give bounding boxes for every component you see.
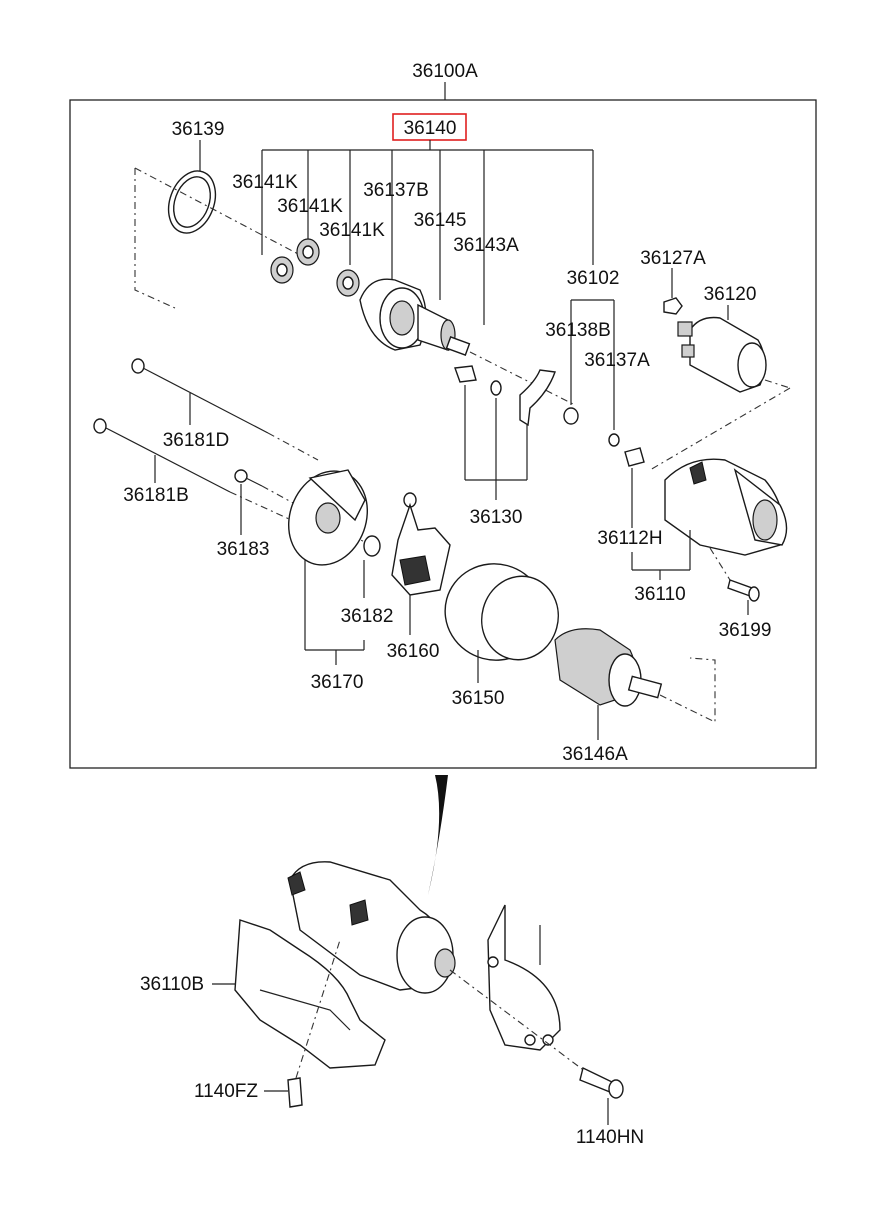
label-36127A: 36127A bbox=[640, 248, 706, 269]
assembled-starter bbox=[287, 861, 456, 994]
through-bolt-36181B bbox=[93, 418, 231, 493]
nut-36127A bbox=[663, 268, 683, 315]
solenoid-36120 bbox=[677, 305, 767, 393]
group-36170-leaders bbox=[304, 560, 365, 665]
lever-36143A bbox=[454, 365, 556, 427]
pinion-36145 bbox=[417, 303, 471, 356]
gear-housing-36137B bbox=[359, 278, 427, 351]
washer-36137A bbox=[608, 433, 620, 447]
label-36150: 36150 bbox=[452, 688, 505, 709]
bolt-1140HN bbox=[579, 1066, 624, 1125]
screw-36183 bbox=[234, 469, 263, 535]
label-highlighted: 36140 bbox=[404, 118, 457, 139]
through-bolt-36181D bbox=[131, 358, 269, 434]
label-36130: 36130 bbox=[470, 507, 523, 528]
label-36120: 36120 bbox=[704, 284, 757, 305]
bolt-1140FZ bbox=[264, 939, 341, 1108]
label-36139: 36139 bbox=[172, 119, 225, 140]
label-36110B: 36110B bbox=[140, 974, 204, 995]
label-36143A: 36143A bbox=[453, 235, 519, 256]
planet-gear-b bbox=[296, 238, 320, 266]
group-36140-leaders bbox=[261, 140, 615, 430]
group-36110-leaders bbox=[631, 530, 691, 580]
label-36145: 36145 bbox=[414, 210, 467, 231]
armature-36146A bbox=[554, 628, 663, 740]
rear-cover-36170 bbox=[287, 469, 369, 566]
o-ring-36139 bbox=[167, 140, 217, 234]
label-36141K-c: 36141K bbox=[319, 220, 385, 241]
label-36141K-b: 36141K bbox=[277, 196, 343, 217]
planet-gear-a bbox=[270, 256, 294, 284]
label-36137A: 36137A bbox=[584, 350, 650, 371]
label-36102: 36102 bbox=[567, 268, 620, 289]
bushing-36112H bbox=[624, 447, 645, 528]
label-assembly: 36100A bbox=[412, 61, 478, 82]
label-36138B: 36138B bbox=[545, 320, 611, 341]
label-36181D: 36181D bbox=[163, 430, 230, 451]
bush-36182 bbox=[363, 535, 381, 598]
brush-holder-36160 bbox=[391, 492, 451, 635]
label-36160: 36160 bbox=[387, 641, 440, 662]
assembly-frame bbox=[69, 99, 817, 769]
label-36199: 36199 bbox=[719, 620, 772, 641]
planet-gear-c bbox=[336, 269, 360, 297]
bushing-36138B bbox=[563, 407, 579, 425]
group-36130-leaders bbox=[464, 385, 528, 500]
label-36183: 36183 bbox=[217, 539, 270, 560]
label-36110: 36110 bbox=[634, 584, 685, 605]
label-1140HN: 1140HN bbox=[576, 1127, 644, 1148]
label-36146A: 36146A bbox=[562, 744, 628, 765]
yoke-36150 bbox=[444, 563, 559, 683]
label-36181B: 36181B bbox=[123, 485, 189, 506]
bolt-36199 bbox=[709, 547, 760, 615]
label-1140FZ: 1140FZ bbox=[194, 1081, 258, 1102]
gasket bbox=[487, 904, 561, 1051]
label-36112H: 36112H bbox=[597, 528, 662, 549]
front-housing-36110 bbox=[664, 458, 788, 556]
heat-shield-36110B bbox=[212, 919, 386, 1069]
label-36137B: 36137B bbox=[363, 180, 429, 201]
label-36182: 36182 bbox=[341, 606, 394, 627]
transition-arrow bbox=[428, 775, 448, 895]
label-36141K-a: 36141K bbox=[232, 172, 298, 193]
label-36170: 36170 bbox=[311, 672, 364, 693]
